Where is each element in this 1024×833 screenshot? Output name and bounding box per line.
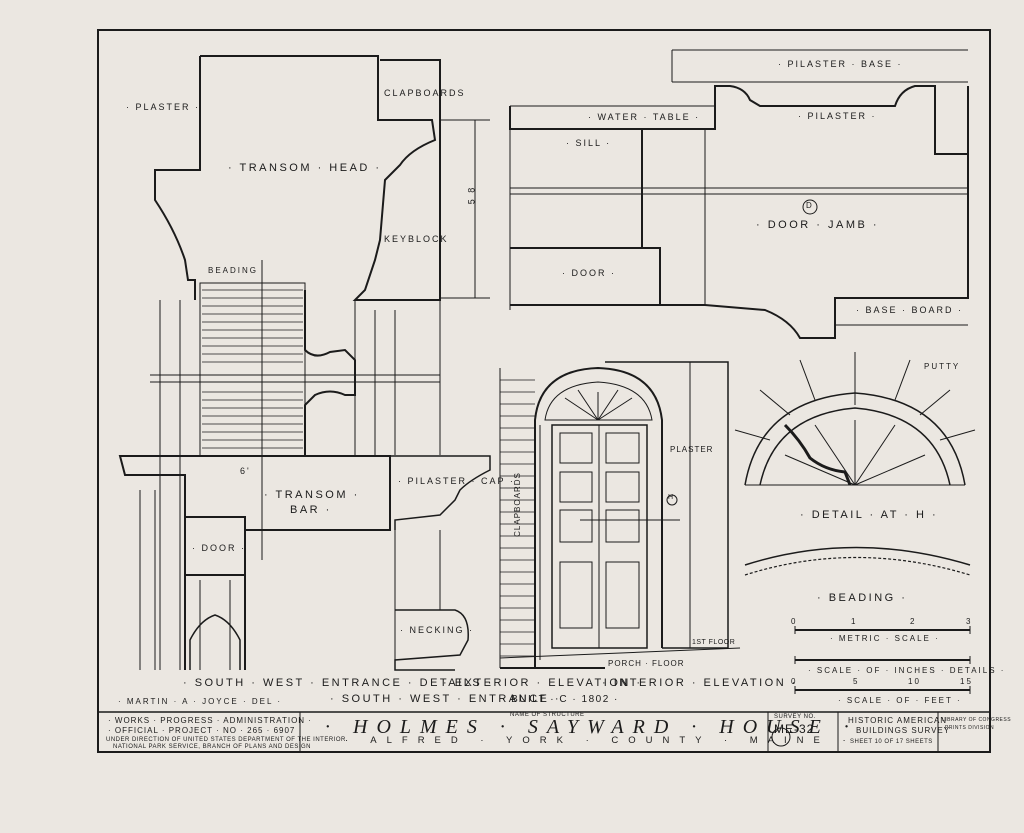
label-water-table: · WATER · TABLE · (588, 112, 701, 122)
label-pilaster: · PILASTER · (798, 111, 877, 121)
inches-tick-0: 0 (791, 677, 798, 686)
label-plaster-tl: · PLASTER · (126, 102, 201, 112)
structure-location: · ALFRED · YORK · COUNTY · MAINE · (345, 735, 856, 746)
label-transom-head: · TRANSOM · HEAD · (228, 162, 382, 174)
label-detail-at-h: · DETAIL · AT · H · (800, 509, 939, 521)
label-keyblock: KEYBLOCK (384, 234, 449, 244)
caption-sw-details: · SOUTH · WEST · ENTRANCE · DETAILS · (183, 677, 494, 689)
metric-scale-label: · METRIC · SCALE · (830, 634, 940, 643)
label-putty: PUTTY (924, 362, 961, 371)
label-clapboards-top: CLAPBOARDS (384, 88, 466, 98)
label-first-floor: 1ST FLOOR (692, 639, 736, 646)
sheet-number: SHEET 10 OF 17 SHEETS (850, 739, 933, 745)
inches-scale-label: · SCALE · OF · INCHES · DETAILS · (808, 666, 1006, 675)
label-clapboards-mid: CLAPBOARDS (512, 472, 522, 537)
inches-tick-10: 10 (908, 677, 921, 686)
structure-name-label: NAME OF STRUCTURE (510, 712, 585, 718)
label-pilaster-cap: · PILASTER · CAP · (398, 476, 515, 486)
label-porch-floor: PORCH · FLOOR (608, 659, 685, 668)
label-dim-6: 6' (240, 466, 251, 476)
label-transom-bar-2: BAR · (290, 504, 332, 516)
label-sill: · SILL · (566, 138, 612, 148)
caption-delineator: · MARTIN · A · JOYCE · DEL · (118, 697, 283, 706)
wpa-line-2: · OFFICIAL · PROJECT · NO · 265 · 6907 · (108, 726, 303, 735)
caption-sw-entrance: · SOUTH · WEST · ENTRANCE · (330, 693, 562, 705)
wpa-line-4: NATIONAL PARK SERVICE, BRANCH OF PLANS A… (113, 744, 311, 750)
metric-tick-1: 1 (851, 617, 858, 626)
loc-line-1: LIBRARY OF CONGRESS (942, 717, 1012, 723)
label-beading-small: BEADING (208, 266, 259, 275)
label-callout-h: H (668, 494, 674, 501)
caption-built: · BUILT · C · 1802 · (502, 694, 619, 705)
label-transom-bar-1: · TRANSOM · (264, 489, 360, 501)
label-callout-d: D (806, 201, 812, 210)
habs-line-1: HISTORIC AMERICAN (848, 716, 948, 725)
metric-tick-2: 2 (910, 617, 917, 626)
label-base-board: · BASE · BOARD · (856, 305, 964, 315)
label-door-left: · DOOR · (192, 543, 246, 553)
survey-no: ME-32 (774, 722, 815, 736)
label-door-jamb: · DOOR · JAMB · (756, 219, 880, 231)
habs-line-2: BUILDINGS SURVEY (856, 726, 951, 735)
structure-name: · HOLMES · SAYWARD · HOUSE · (325, 716, 858, 738)
caption-exterior: · EXTERIOR · ELEVATION · (443, 677, 643, 689)
metric-tick-3: 3 (966, 617, 973, 626)
inches-tick-15: 15 (960, 677, 973, 686)
inches-tick-5: 5 (853, 677, 860, 686)
survey-no-label: SURVEY NO. (774, 714, 816, 720)
loc-line-2: PRINTS DIVISION (945, 725, 995, 731)
metric-tick-0: 0 (791, 617, 798, 626)
wpa-line-3: UNDER DIRECTION OF UNITED STATES DEPARTM… (106, 737, 346, 743)
label-door-right: · DOOR · (562, 268, 616, 278)
caption-interior: · INTERIOR · ELEVATION · (602, 677, 798, 689)
label-plaster-mid: PLASTER (670, 445, 714, 454)
wpa-line-1: · WORKS · PROGRESS · ADMINISTRATION · (108, 716, 312, 725)
label-dim-58: 5 8 (466, 185, 477, 205)
label-pilaster-base: · PILASTER · BASE · (778, 59, 903, 69)
label-beading-big: · BEADING · (817, 592, 908, 604)
label-necking: · NECKING · (400, 625, 475, 635)
feet-scale-label: · SCALE · OF · FEET · (838, 696, 962, 705)
